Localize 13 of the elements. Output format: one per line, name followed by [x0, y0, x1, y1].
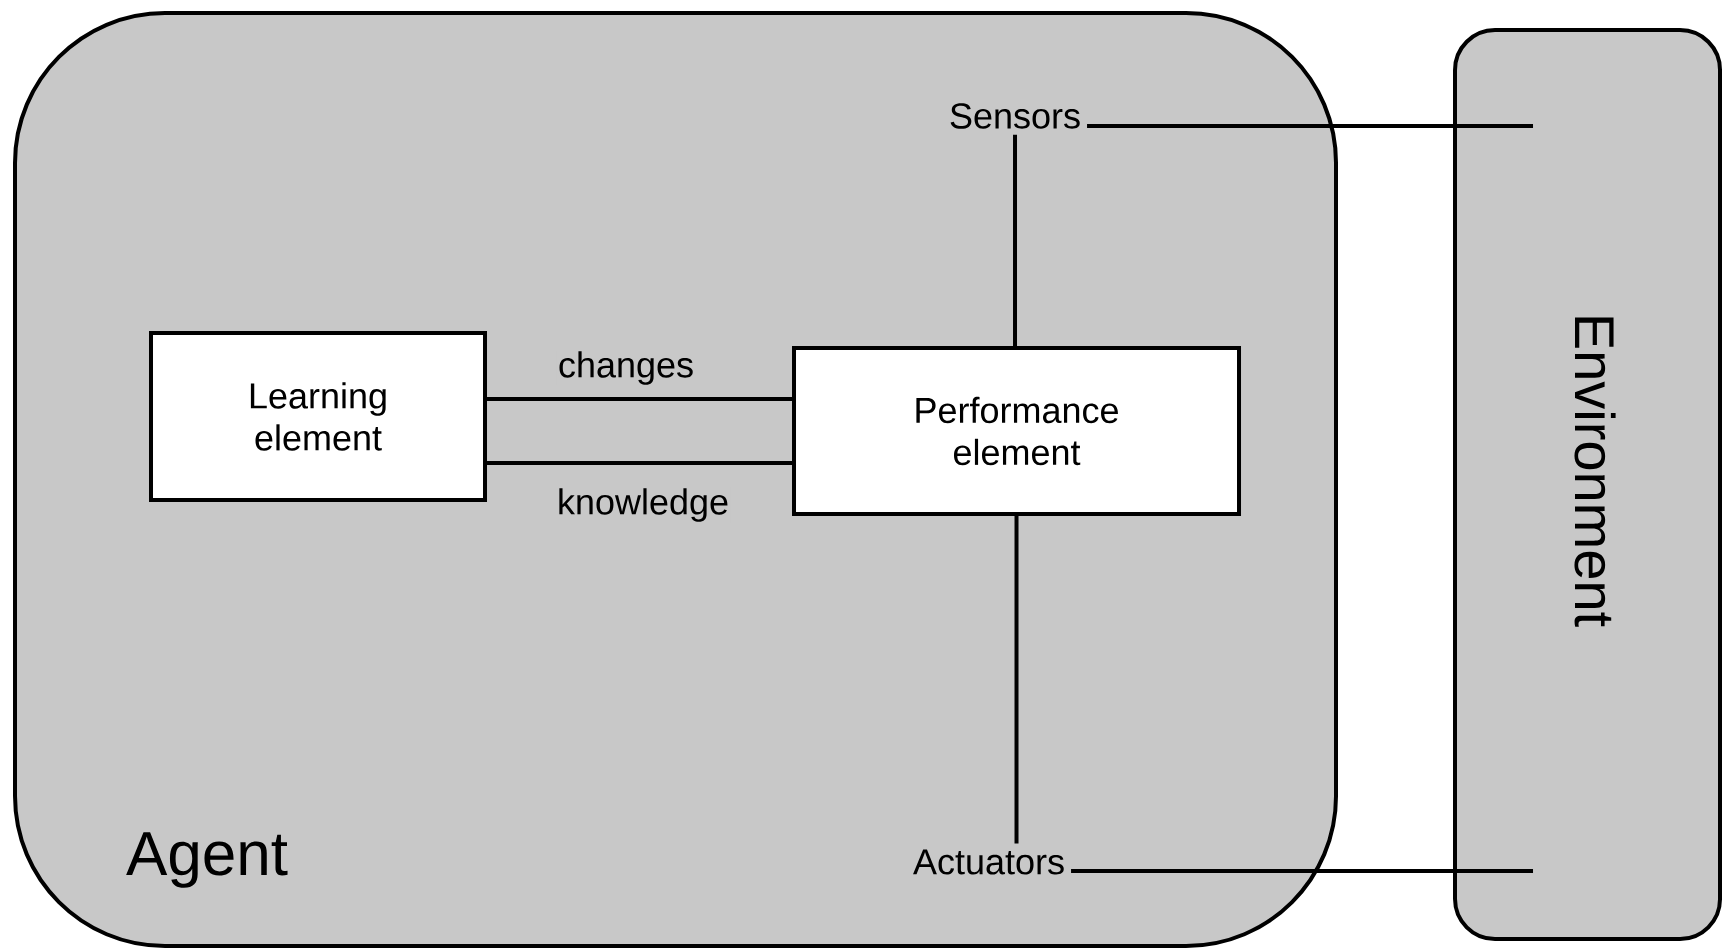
edge-label: knowledge [555, 487, 731, 523]
connector-line [487, 461, 792, 465]
port-label: Sensors [950, 103, 1080, 129]
element-box: Performance element [792, 346, 1241, 516]
connector-line [1014, 516, 1019, 844]
connector-line [1071, 869, 1533, 873]
port-label: Actuators [913, 849, 1064, 875]
connector-line [487, 397, 792, 401]
connector-line [1087, 124, 1533, 128]
environment-panel: Environment [1453, 28, 1722, 941]
edge-label: changes [556, 350, 696, 386]
element-box: Learning element [149, 331, 487, 502]
connector-line [1013, 134, 1017, 346]
